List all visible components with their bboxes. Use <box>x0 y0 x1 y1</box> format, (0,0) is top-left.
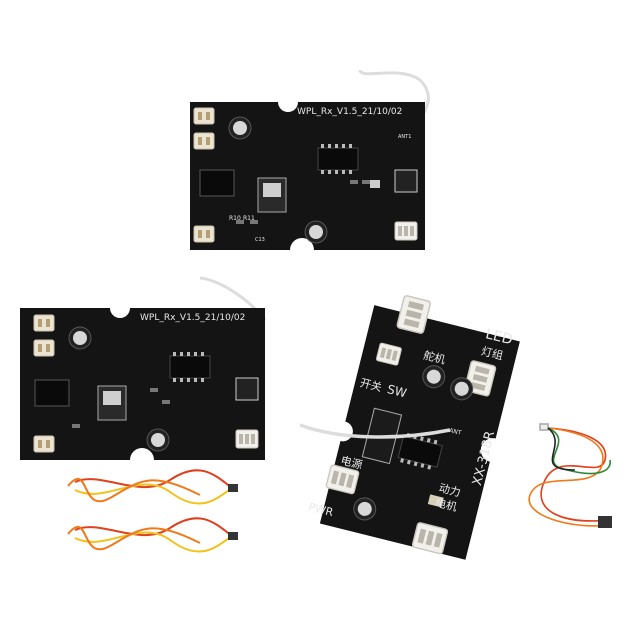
power-label: 电源 <box>339 453 364 472</box>
ref-label-c13: C13 <box>255 237 265 243</box>
led-label: LED <box>484 326 514 348</box>
wire-harness-3 <box>528 423 613 528</box>
servo-label: 舵机 <box>422 348 447 367</box>
ref-label-ant1: ANT1 <box>398 134 411 140</box>
ant-label: ANT <box>448 427 462 437</box>
switch-en-label: SW <box>386 382 408 400</box>
motor-label-2: 电机 <box>434 495 459 514</box>
ref-label-r11: R11 <box>243 215 255 222</box>
wire-harness-2 <box>67 517 238 553</box>
ref-label-r10: R10 <box>229 215 241 222</box>
board-version-label: WPL_Rx_V1.5_21/10/02 <box>297 107 402 117</box>
wire-harness-1 <box>67 469 238 505</box>
switch-label: 开关 <box>359 375 384 394</box>
power-en-label: PWR <box>307 500 335 519</box>
motor-label: 动力 <box>438 481 462 499</box>
board-version-label-2: WPL_Rx_V1.5_21/10/02 <box>140 313 245 323</box>
wpl-receiver-board-top: WPL_Rx_V1.5_21/10/02 R10 R11 ANT1 C13 <box>190 69 430 250</box>
xx-318r-receiver-board: LED 灯组 舵机 开关 SW 电源 PWR 动力 电机 ANT XX-318R <box>307 294 520 560</box>
antenna-wire-xx <box>299 423 451 439</box>
wpl-receiver-board-left: WPL_Rx_V1.5_21/10/02 <box>20 276 267 460</box>
led-group-label: 灯组 <box>480 344 505 363</box>
